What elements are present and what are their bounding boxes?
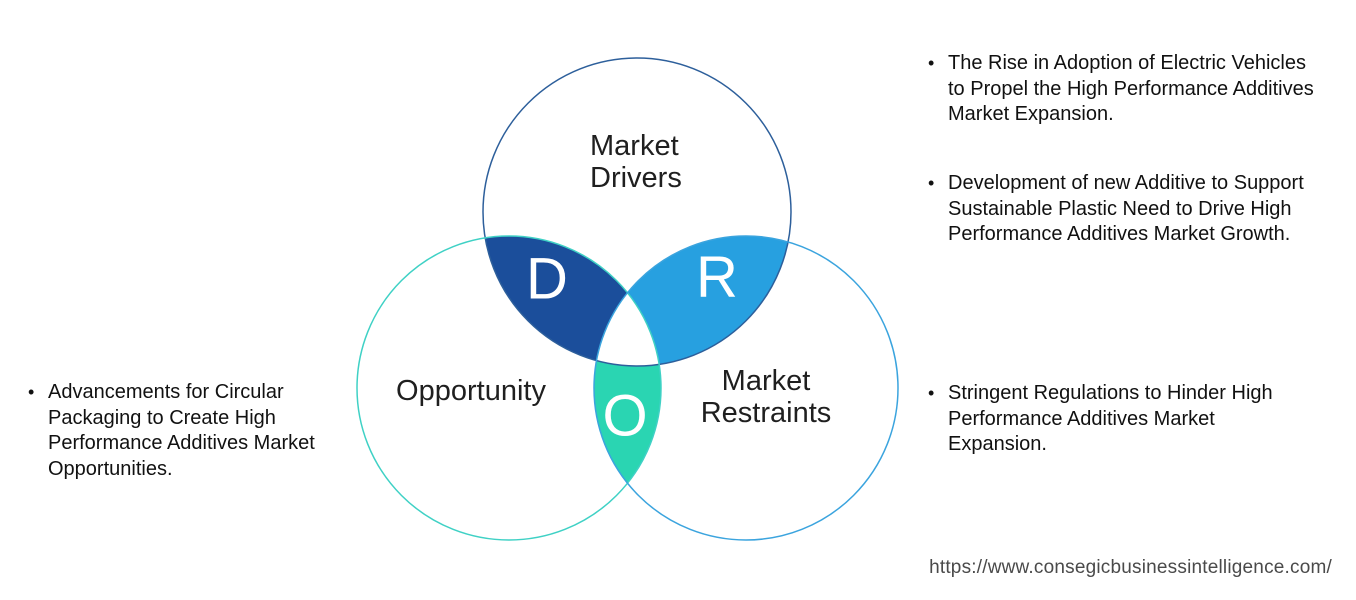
restraints-circle-outline (593, 235, 899, 541)
opportunity-circle-outline (356, 235, 662, 541)
driver-bullet-text-2: Development of new Additive to Support S… (948, 172, 1304, 245)
restraint-bullet-item: • Stringent Regulations to Hinder High P… (928, 381, 1318, 458)
bullet-icon: • (928, 53, 935, 73)
drivers-label-line1: Market (590, 130, 679, 162)
opportunity-letter: O (602, 384, 647, 449)
driver-bullet-text-1: The Rise in Adoption of Electric Vehicle… (948, 52, 1314, 125)
driver-bullet-item-2: • Development of new Additive to Support… (928, 171, 1318, 248)
drivers-circle-outline (482, 57, 792, 367)
drivers-label-line2: Drivers (590, 162, 682, 194)
opportunity-label: Opportunity (396, 375, 546, 407)
opportunity-bullet-item: • Advancements for Circular Packaging to… (28, 380, 360, 482)
restraints-label-line2: Restraints (701, 397, 832, 429)
bullet-icon: • (28, 382, 35, 402)
restraints-letter: R (696, 245, 738, 310)
source-url: https://www.consegicbusinessintelligence… (929, 557, 1332, 578)
drivers-restraints-lens (594, 236, 791, 366)
drivers-opportunity-lens (483, 236, 661, 366)
restraint-bullet-text: Stringent Regulations to Hinder High Per… (948, 382, 1273, 455)
restraints-label-line1: Market (722, 365, 811, 397)
driver-bullet-item-1: • The Rise in Adoption of Electric Vehic… (928, 51, 1318, 128)
drivers-letter: D (526, 247, 568, 312)
bullet-icon: • (928, 173, 935, 193)
opportunity-bullet-text: Advancements for Circular Packaging to C… (48, 381, 315, 480)
bullet-icon: • (928, 383, 935, 403)
